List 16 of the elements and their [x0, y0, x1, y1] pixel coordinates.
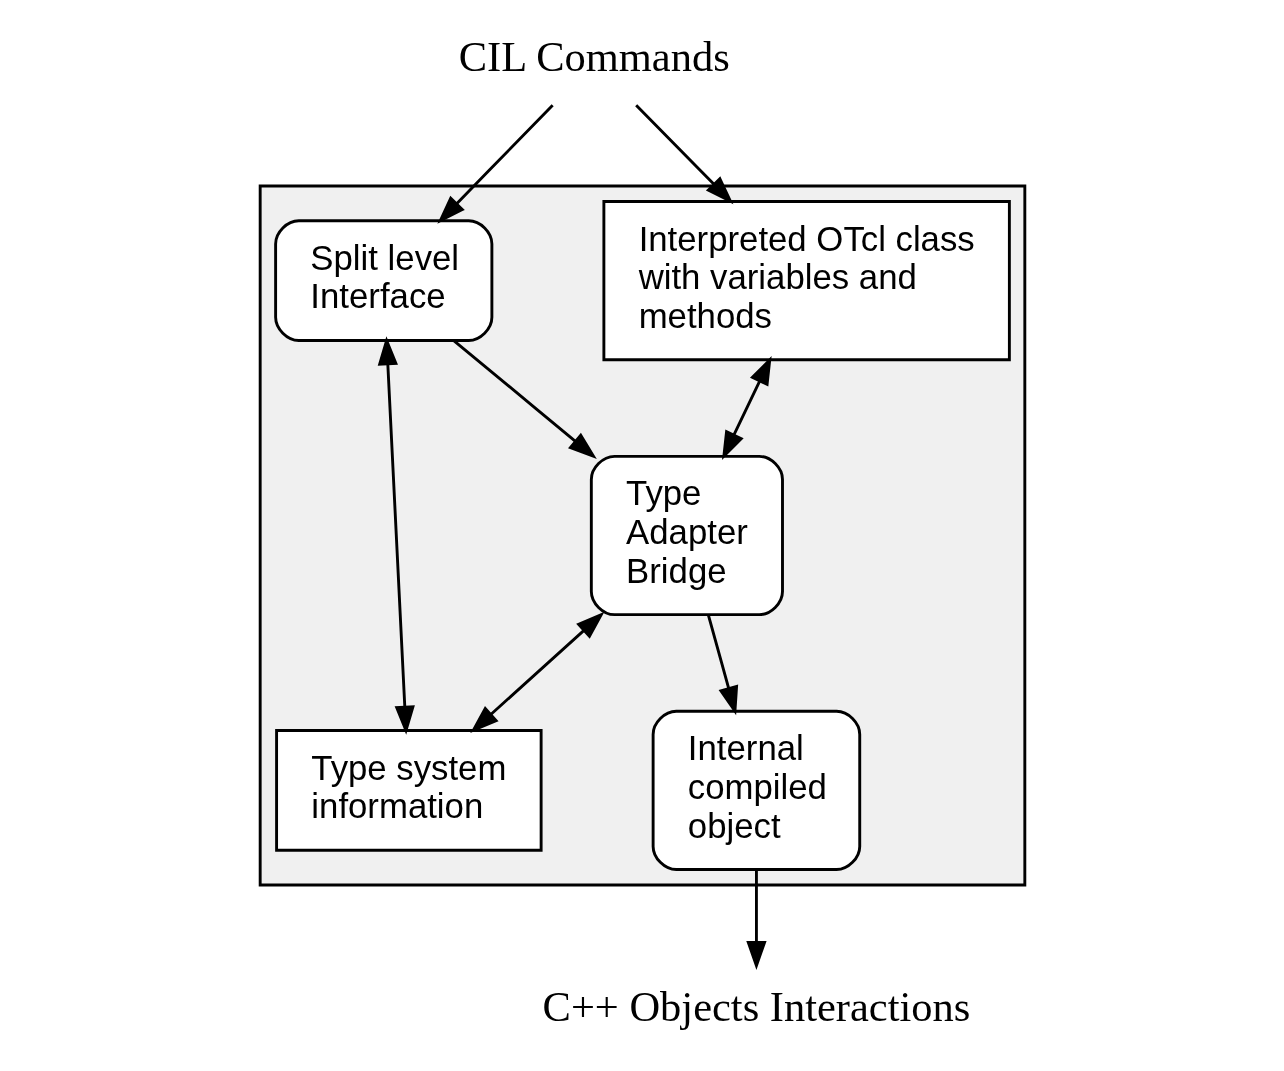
arrow	[452, 339, 597, 459]
arrow	[634, 104, 733, 205]
arrow	[436, 104, 554, 224]
arrow	[706, 614, 738, 716]
arrow	[745, 869, 767, 970]
node-text: C++ Objects Interactions	[542, 983, 970, 1031]
node-box: Type system information	[274, 729, 543, 852]
node-text: CIL Commands	[458, 33, 730, 81]
node-box: Type Adapter Bridge	[589, 454, 784, 617]
cluster	[258, 184, 1026, 887]
arrow	[377, 336, 415, 735]
node-box: Internal compiled object	[651, 709, 861, 871]
node-box: Interpreted OTcl class with variables and methods	[601, 200, 1011, 362]
arrow	[721, 355, 772, 460]
arrow	[469, 611, 604, 733]
node-box: Split level Interface	[273, 219, 493, 342]
